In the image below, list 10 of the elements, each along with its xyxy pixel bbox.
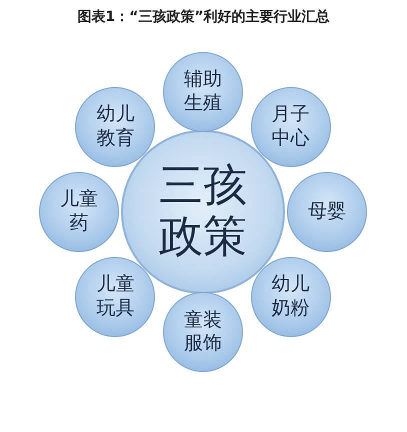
circle-label: 母婴 — [308, 200, 346, 224]
chart-title: 图表1：“三孩政策”利好的主要行业汇总 — [76, 8, 331, 26]
circle-label: 幼儿教育 — [96, 103, 135, 151]
circle-label: 儿童药 — [60, 188, 98, 236]
circle-label: 月子中心 — [271, 103, 310, 151]
circle-label: 儿童玩具 — [96, 273, 135, 321]
circle-label: 三孩政策 — [158, 161, 248, 263]
circle-label: 幼儿奶粉 — [271, 273, 310, 321]
circle-label: 辅助生殖 — [184, 68, 222, 116]
circle-label: 童装服饰 — [184, 308, 222, 356]
